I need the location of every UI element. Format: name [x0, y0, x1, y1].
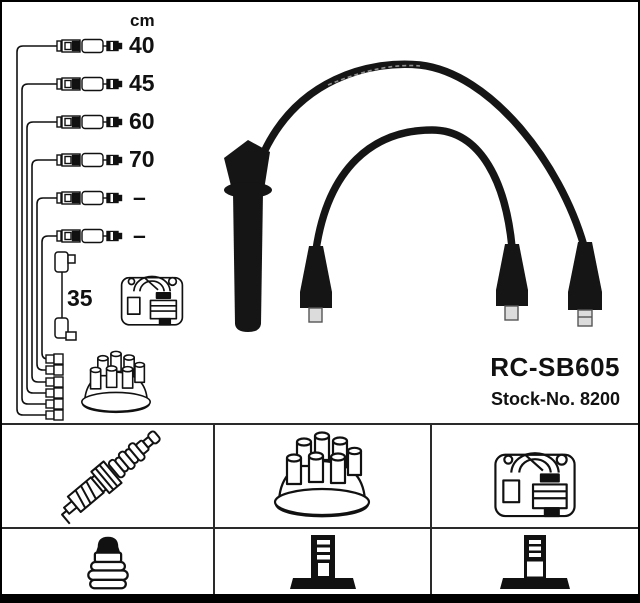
- angled-boot: [224, 140, 272, 332]
- cell-ignition-coil: [432, 425, 638, 529]
- cables-photo: [224, 60, 602, 332]
- coil-wire-schematic: [54, 251, 77, 341]
- straight-connector: [300, 246, 332, 323]
- cable-length-label: –: [133, 184, 146, 210]
- coil-wire-length-label: 35: [67, 285, 93, 311]
- parts-grid: [2, 423, 638, 594]
- cable-length-label: 45: [129, 70, 155, 96]
- cable-length-label: 60: [129, 108, 155, 134]
- cell-spark-plug: [2, 425, 215, 529]
- ignition-coil-icon: [494, 452, 576, 518]
- distributor-cap-schematic: [80, 350, 152, 414]
- cell-spark-plug-terminal: [2, 529, 215, 594]
- cell-distributor-terminal: [215, 529, 432, 594]
- spark-plug-icon: [60, 430, 161, 525]
- distributor-cap-icon: [273, 431, 370, 518]
- cable-length-label: 40: [129, 32, 155, 58]
- straight-connector: [568, 242, 602, 327]
- cable-length-diagram: [16, 38, 184, 421]
- distributor-terminal-icon: [289, 534, 356, 589]
- stock-number: Stock-No. 8200: [490, 389, 620, 409]
- cable-length-label: 70: [129, 146, 155, 172]
- straight-connector: [496, 244, 528, 321]
- spark-plug-terminal-icon: [86, 536, 129, 589]
- cell-coil-terminal: [432, 529, 638, 594]
- product-code: RC-SB605: [490, 352, 620, 382]
- cell-distributor-cap: [215, 425, 432, 529]
- cable-length-label: –: [133, 222, 146, 248]
- coil-terminal-icon: [500, 534, 570, 589]
- unit-label: cm: [130, 11, 155, 30]
- ignition-coil-schematic: [120, 275, 184, 326]
